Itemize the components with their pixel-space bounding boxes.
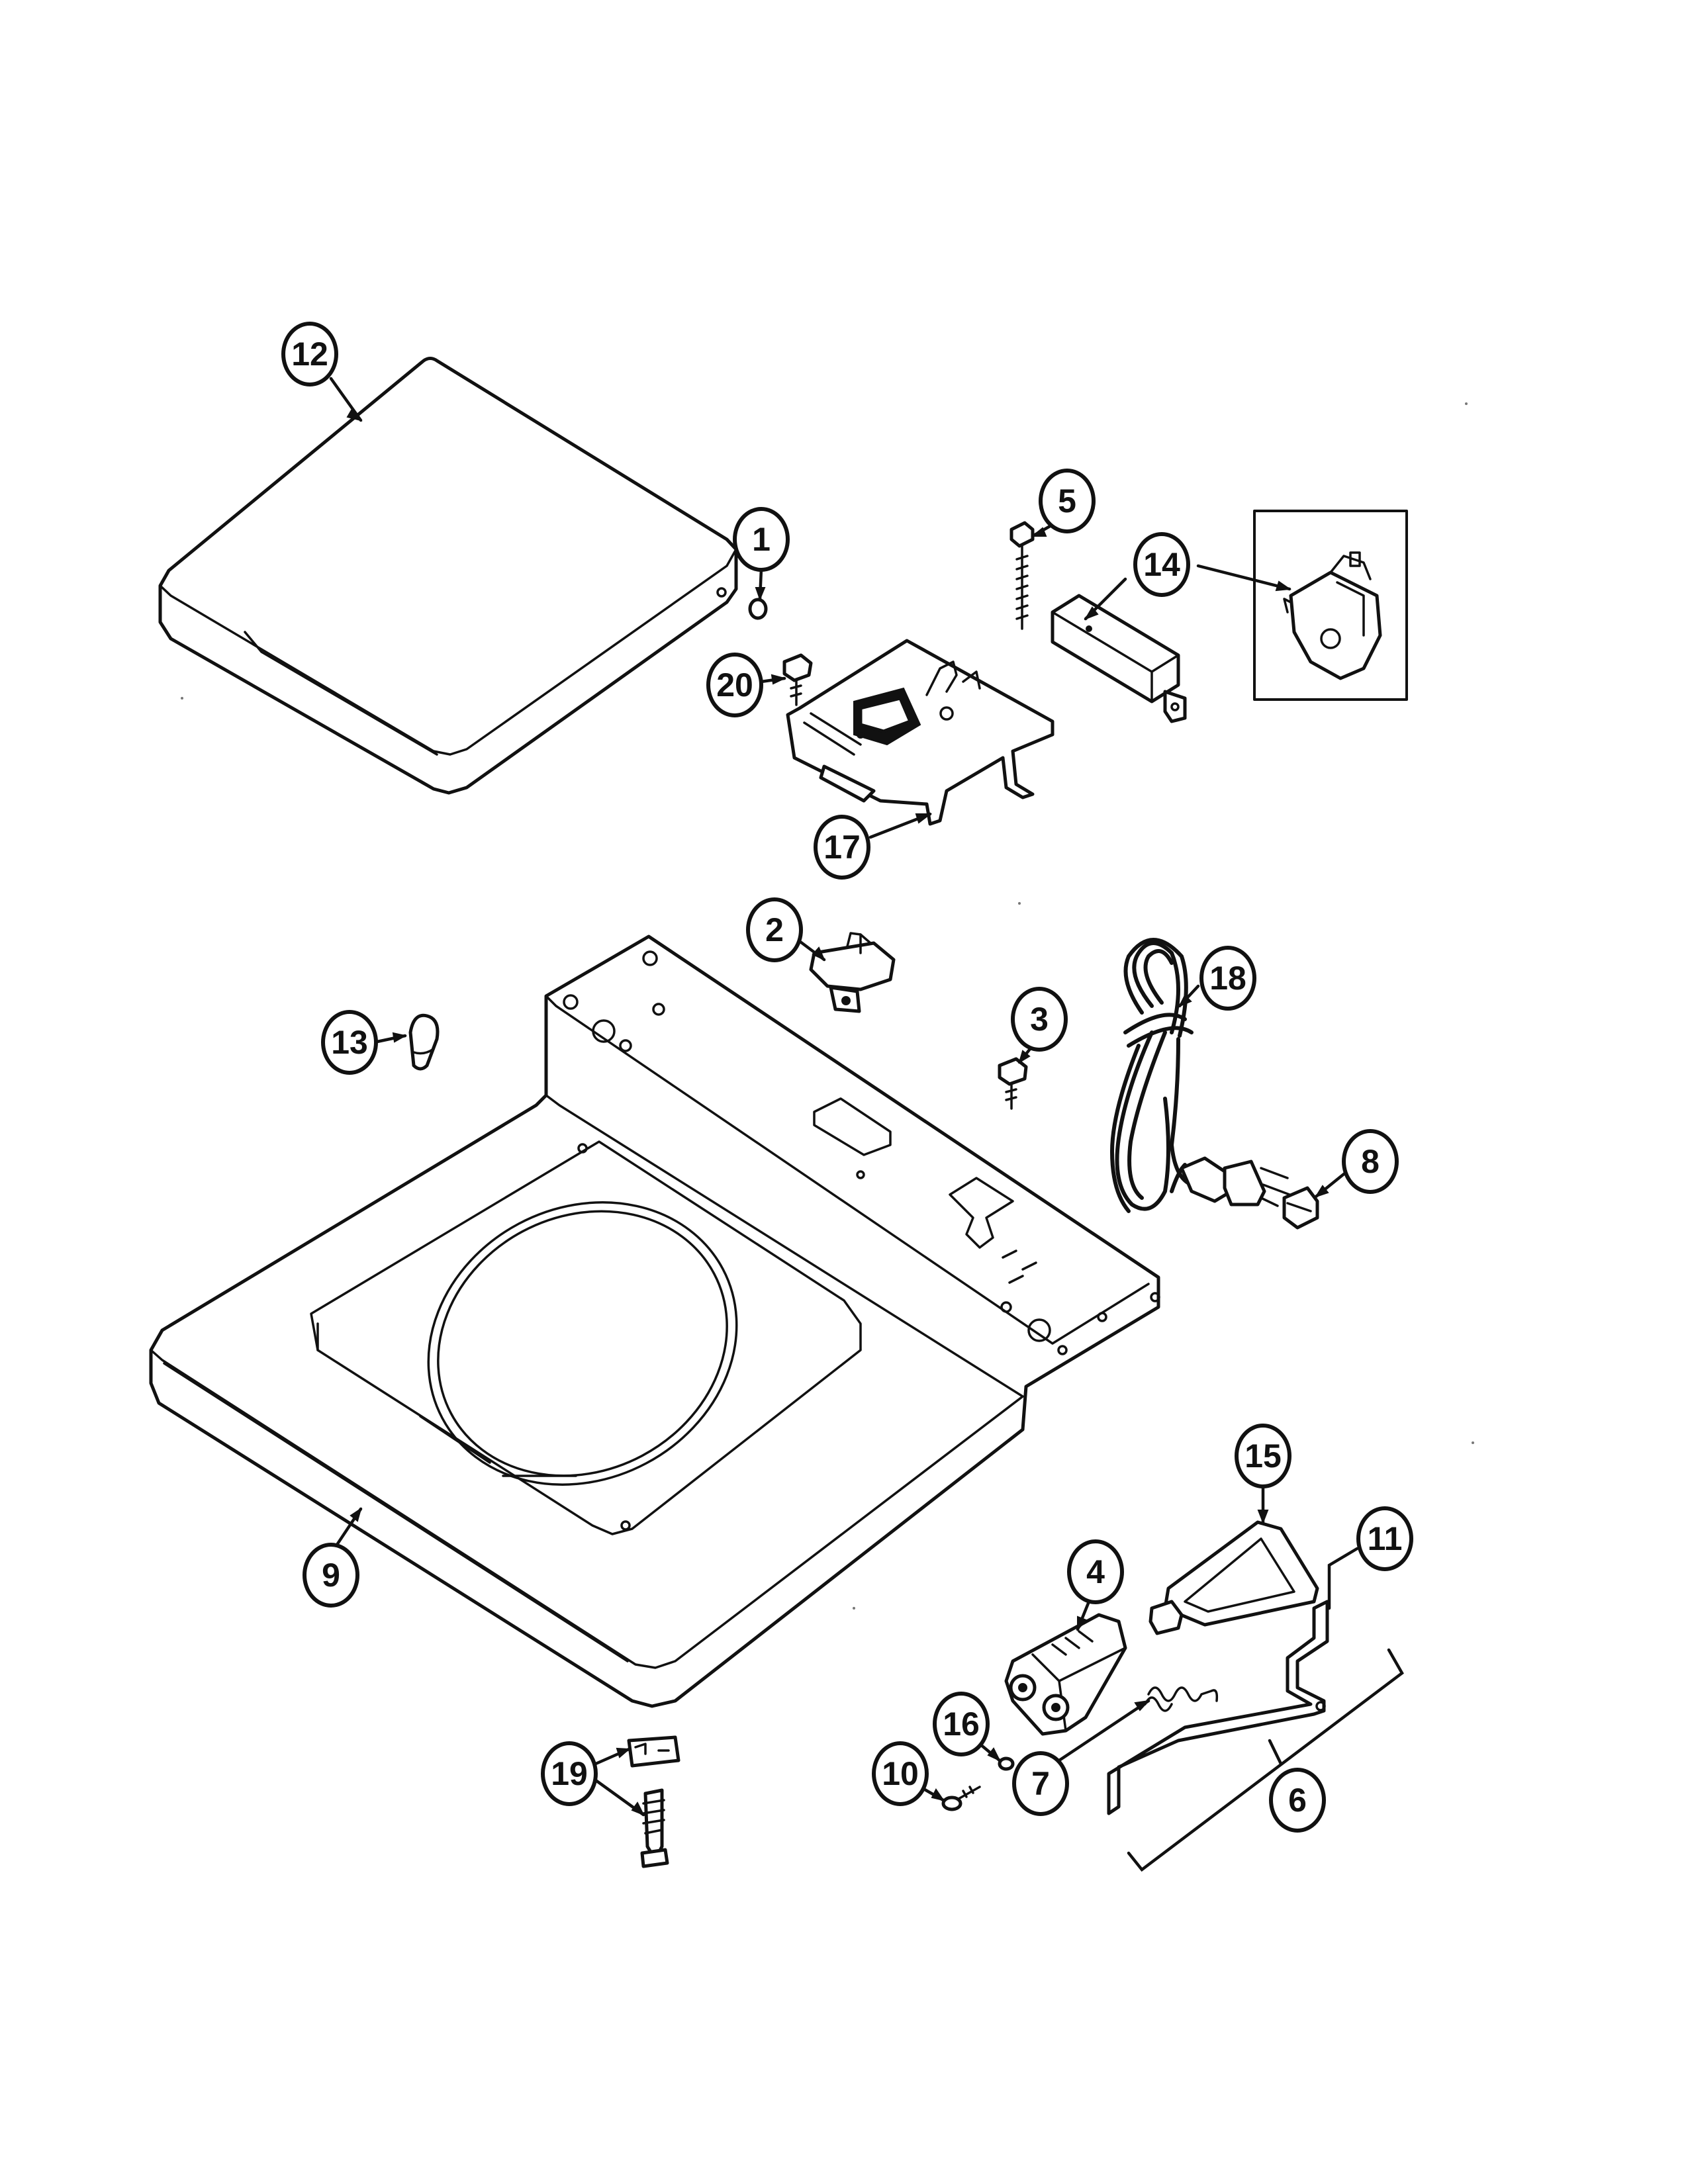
callout-8: 8 (1342, 1129, 1399, 1194)
clip-and-screw (627, 1735, 680, 1868)
svg-text:12: 12 (291, 336, 328, 373)
svg-text:15: 15 (1244, 1437, 1282, 1475)
callout-6: 6 (1269, 1768, 1326, 1833)
lid-switch (809, 932, 896, 1013)
callout-17: 17 (814, 815, 870, 880)
plug-button (408, 1013, 440, 1071)
svg-text:9: 9 (322, 1557, 340, 1594)
callout-10: 10 (872, 1741, 929, 1806)
callout-11: 11 (1356, 1506, 1413, 1571)
svg-text:19: 19 (551, 1755, 588, 1792)
svg-text:11: 11 (1368, 1520, 1403, 1557)
actuator (1149, 1520, 1319, 1635)
svg-text:2: 2 (765, 911, 784, 948)
junction-box-detail-inset (1253, 510, 1408, 701)
svg-text:14: 14 (1143, 546, 1180, 583)
power-cord (1110, 938, 1291, 1213)
svg-text:1: 1 (752, 521, 771, 558)
strain-relief (1282, 1186, 1319, 1230)
callout-14: 14 (1133, 532, 1190, 597)
top-panel (149, 934, 1160, 1708)
lid-bumper (748, 598, 768, 620)
lock-bar (1107, 1600, 1329, 1815)
callout-16: 16 (933, 1692, 990, 1756)
callout-7: 7 (1012, 1751, 1069, 1816)
callout-19: 19 (541, 1741, 598, 1806)
svg-text:18: 18 (1209, 960, 1246, 997)
callout-18: 18 (1199, 946, 1256, 1011)
callout-3: 3 (1011, 987, 1068, 1052)
callout-2: 2 (746, 897, 803, 962)
callout-5: 5 (1039, 469, 1096, 533)
junction-box (1051, 594, 1187, 723)
svg-text:7: 7 (1031, 1765, 1050, 1802)
svg-text:8: 8 (1361, 1143, 1380, 1180)
small-screw (941, 1786, 981, 1811)
svg-text:5: 5 (1058, 482, 1076, 520)
svg-text:13: 13 (331, 1024, 368, 1061)
svg-text:4: 4 (1086, 1553, 1105, 1590)
svg-text:6: 6 (1288, 1782, 1307, 1819)
washer (998, 1756, 1015, 1771)
callout-12: 12 (281, 322, 338, 387)
svg-text:3: 3 (1030, 1001, 1049, 1038)
bracket-screw (782, 653, 813, 706)
callout-1: 1 (733, 507, 790, 572)
callout-20: 20 (706, 653, 763, 717)
assembly-bracket-line (1127, 1648, 1404, 1872)
lock-housing (1004, 1613, 1127, 1736)
callout-4: 4 (1067, 1539, 1124, 1604)
svg-text:17: 17 (823, 829, 861, 866)
svg-text:20: 20 (716, 666, 753, 704)
svg-text:10: 10 (882, 1755, 919, 1792)
callout-15: 15 (1235, 1424, 1291, 1488)
callout-13: 13 (321, 1010, 378, 1075)
long-screw (1009, 521, 1035, 630)
leader-lines (329, 377, 1359, 1817)
scan-specks (181, 402, 1474, 1610)
callout-9: 9 (303, 1543, 359, 1608)
svg-text:16: 16 (943, 1706, 980, 1743)
spring (1144, 1686, 1219, 1712)
switch-bracket (786, 639, 1055, 826)
switch-screw (998, 1057, 1028, 1110)
callout-numbers: 12 1 5 14 20 17 2 3 (281, 322, 1413, 1833)
lid (158, 357, 738, 795)
